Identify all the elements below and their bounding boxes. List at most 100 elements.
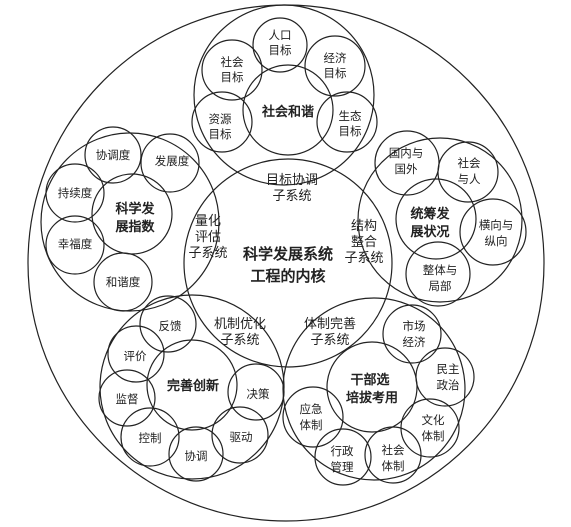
whole-part-circle: [405, 241, 471, 307]
society-goal-circle: [201, 39, 263, 101]
resource-goal-line1: 资源: [209, 112, 232, 126]
coordination-degree-label: 协调度: [96, 148, 131, 162]
economy-goal-line2: 目标: [324, 66, 347, 80]
feedback-circle: [139, 295, 197, 353]
core-label-line1: 科学发展系统: [243, 245, 333, 263]
social-system-line1: 社会: [382, 443, 405, 457]
cultural-system-circle: [400, 398, 460, 458]
economy-goal-line1: 经济: [324, 51, 347, 65]
domestic-foreign-line2: 国外: [395, 162, 418, 176]
economy-goal-circle: [304, 35, 366, 97]
inst-subsystem-line1: 体制完善: [304, 316, 356, 332]
quant-subsystem-line2: 评估: [195, 230, 221, 245]
sustainability-degree-circle: [45, 163, 105, 223]
goal-subsystem-line1: 目标协调: [266, 173, 318, 188]
social-system-circle: [364, 426, 422, 484]
whole-part-line1: 整体与: [423, 263, 458, 277]
society-goal-line1: 社会: [221, 55, 244, 69]
overall-group-title-line2: 展状况: [410, 224, 449, 240]
market-economy-line1: 市场: [403, 319, 426, 333]
market-economy-circle: [382, 304, 442, 364]
happiness-degree-circle: [45, 215, 105, 275]
social-center-circle: [242, 64, 334, 156]
horizontal-vertical-line1: 横向与: [479, 218, 514, 232]
society-people-line1: 社会: [458, 156, 481, 170]
sustainability-degree-label: 持续度: [58, 186, 93, 200]
cadre-center-circle: [326, 341, 418, 433]
development-degree-circle: [140, 133, 200, 193]
administration-line2: 管理: [331, 460, 354, 474]
cadre-group-circle: [282, 297, 466, 481]
happiness-degree-label: 幸福度: [58, 237, 93, 251]
feedback-label: 反馈: [159, 319, 182, 333]
mech-subsystem-line2: 子系统: [220, 333, 259, 348]
social-system-line2: 体制: [382, 459, 405, 473]
decision-label: 决策: [247, 387, 270, 401]
innovation-group-title: 完善创新: [167, 378, 219, 394]
society-people-circle: [437, 141, 499, 203]
quant-subsystem-line1: 量化: [195, 214, 221, 229]
harmony-degree-circle: [93, 252, 153, 312]
decision-circle: [227, 363, 285, 421]
mech-subsystem-line1: 机制优化: [214, 317, 266, 332]
struct-subsystem-line2: 整合: [351, 235, 377, 250]
coordination-degree-circle: [84, 126, 142, 184]
social-group-circle: [193, 4, 375, 186]
resource-goal-line2: 目标: [209, 127, 232, 141]
democratic-politics-circle: [415, 347, 475, 407]
evaluation-label: 评价: [124, 349, 147, 363]
society-goal-line2: 目标: [221, 70, 244, 84]
core-circle: [183, 158, 393, 368]
ecology-goal-line1: 生态: [339, 109, 362, 123]
democratic-politics-line1: 民主: [437, 362, 460, 376]
science-group-title-line2: 展指数: [115, 219, 155, 235]
cultural-system-line1: 文化: [422, 413, 445, 427]
evaluation-circle: [107, 325, 165, 383]
ecology-goal-line2: 目标: [339, 124, 362, 138]
harmony-degree-label: 和谐度: [106, 275, 141, 289]
drive-circle: [211, 406, 269, 464]
supervision-circle: [98, 369, 156, 427]
innovation-center-circle: [146, 339, 238, 431]
emergency-system-line1: 应急: [300, 402, 323, 416]
social-group-title: 社会和谐: [261, 104, 314, 120]
domestic-foreign-line1: 国内与: [389, 146, 424, 160]
control-label: 控制: [139, 431, 162, 445]
cadre-group-title-line2: 培拔考用: [346, 390, 398, 406]
quant-subsystem-line3: 子系统: [188, 246, 227, 261]
goal-subsystem-line2: 子系统: [272, 189, 311, 204]
horizontal-vertical-line2: 纵向: [485, 234, 508, 248]
control-circle: [120, 407, 180, 467]
struct-subsystem-line3: 子系统: [344, 251, 383, 266]
drive-label: 驱动: [230, 430, 253, 444]
coordination-label: 协调: [185, 449, 208, 463]
population-circle: [252, 17, 308, 73]
overall-group-circle: [357, 137, 523, 303]
overall-group-title-line1: 统筹发: [410, 206, 450, 222]
core-label-line2: 工程的内核: [250, 267, 325, 285]
administration-circle: [314, 428, 372, 486]
population-line2: 目标: [269, 43, 292, 57]
emergency-system-circle: [282, 386, 344, 448]
inst-subsystem-line2: 子系统: [310, 333, 349, 348]
resource-goal-circle: [191, 91, 253, 153]
ecology-goal-circle: [316, 91, 378, 153]
whole-part-line2: 局部: [429, 279, 452, 293]
market-economy-line2: 经济: [403, 335, 426, 349]
coordination-circle: [168, 426, 224, 482]
overall-center-circle: [395, 178, 477, 260]
democratic-politics-line2: 政治: [437, 378, 460, 392]
horizontal-vertical-circle: [459, 198, 527, 266]
cadre-group-title-line1: 干部选: [350, 372, 389, 388]
population-line1: 人口: [269, 28, 292, 42]
science-group-title-line1: 科学发: [115, 201, 155, 217]
society-people-line2: 与人: [458, 172, 481, 186]
supervision-label: 监督: [116, 392, 139, 406]
outer-circle: [27, 4, 545, 522]
cultural-system-line2: 体制: [422, 429, 445, 443]
struct-subsystem-line1: 结构: [351, 219, 377, 234]
development-degree-label: 发展度: [155, 154, 190, 168]
administration-line1: 行政: [331, 444, 354, 458]
